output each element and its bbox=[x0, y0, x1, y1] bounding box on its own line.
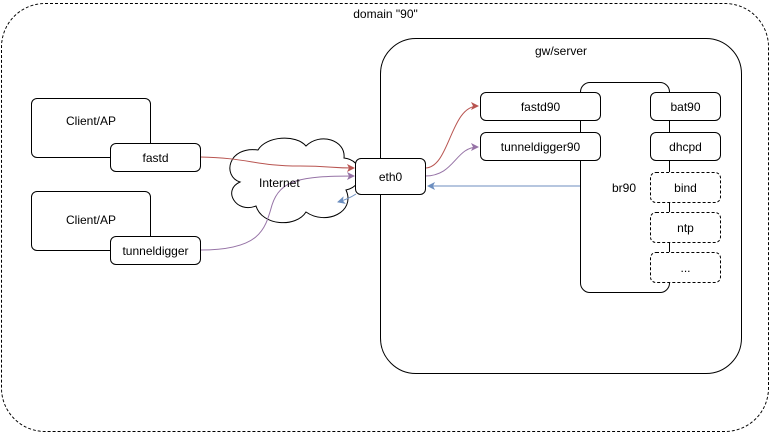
tunneldigger90-label: tunneldigger90 bbox=[500, 139, 581, 154]
domain-title: domain "90" bbox=[353, 7, 418, 21]
service-ntp-label: ntp bbox=[677, 220, 694, 235]
client-ap-2-title: Client/AP bbox=[65, 213, 117, 227]
eth0-box: eth0 bbox=[355, 158, 426, 195]
service-more: ... bbox=[650, 252, 721, 283]
return-link-internet bbox=[337, 193, 357, 204]
fastd90-box: fastd90 bbox=[480, 92, 601, 121]
fastd90-label: fastd90 bbox=[520, 99, 561, 114]
eth0-tunneldigger90-link bbox=[424, 143, 479, 177]
server-title: gw/server bbox=[534, 44, 587, 58]
eth0-fastd90-link bbox=[424, 102, 479, 169]
tunneldigger-link bbox=[199, 172, 355, 251]
fastd-box: fastd bbox=[110, 143, 201, 172]
service-ntp: ntp bbox=[650, 212, 721, 243]
bridge-label: br90 bbox=[612, 181, 637, 195]
service-bat90: bat90 bbox=[650, 92, 721, 121]
fastd-label: fastd bbox=[142, 150, 169, 165]
service-dhcpd-label: dhcpd bbox=[669, 139, 702, 154]
client-ap-1-title: Client/AP bbox=[65, 114, 117, 128]
service-bind-label: bind bbox=[674, 180, 697, 195]
internet-cloud bbox=[229, 137, 361, 224]
eth0-label: eth0 bbox=[378, 169, 403, 184]
service-bind: bind bbox=[650, 172, 721, 203]
fastd-link bbox=[199, 156, 355, 172]
service-dhcpd: dhcpd bbox=[650, 132, 721, 161]
domain-container bbox=[1, 3, 769, 432]
internet-label: Internet bbox=[259, 176, 300, 190]
tunneldigger-label: tunneldigger bbox=[122, 243, 189, 258]
server-container bbox=[380, 38, 742, 374]
tunneldigger-box: tunneldigger bbox=[110, 236, 201, 265]
service-bat90-label: bat90 bbox=[670, 99, 701, 114]
service-more-label: ... bbox=[680, 260, 691, 275]
tunneldigger90-box: tunneldigger90 bbox=[480, 132, 601, 161]
